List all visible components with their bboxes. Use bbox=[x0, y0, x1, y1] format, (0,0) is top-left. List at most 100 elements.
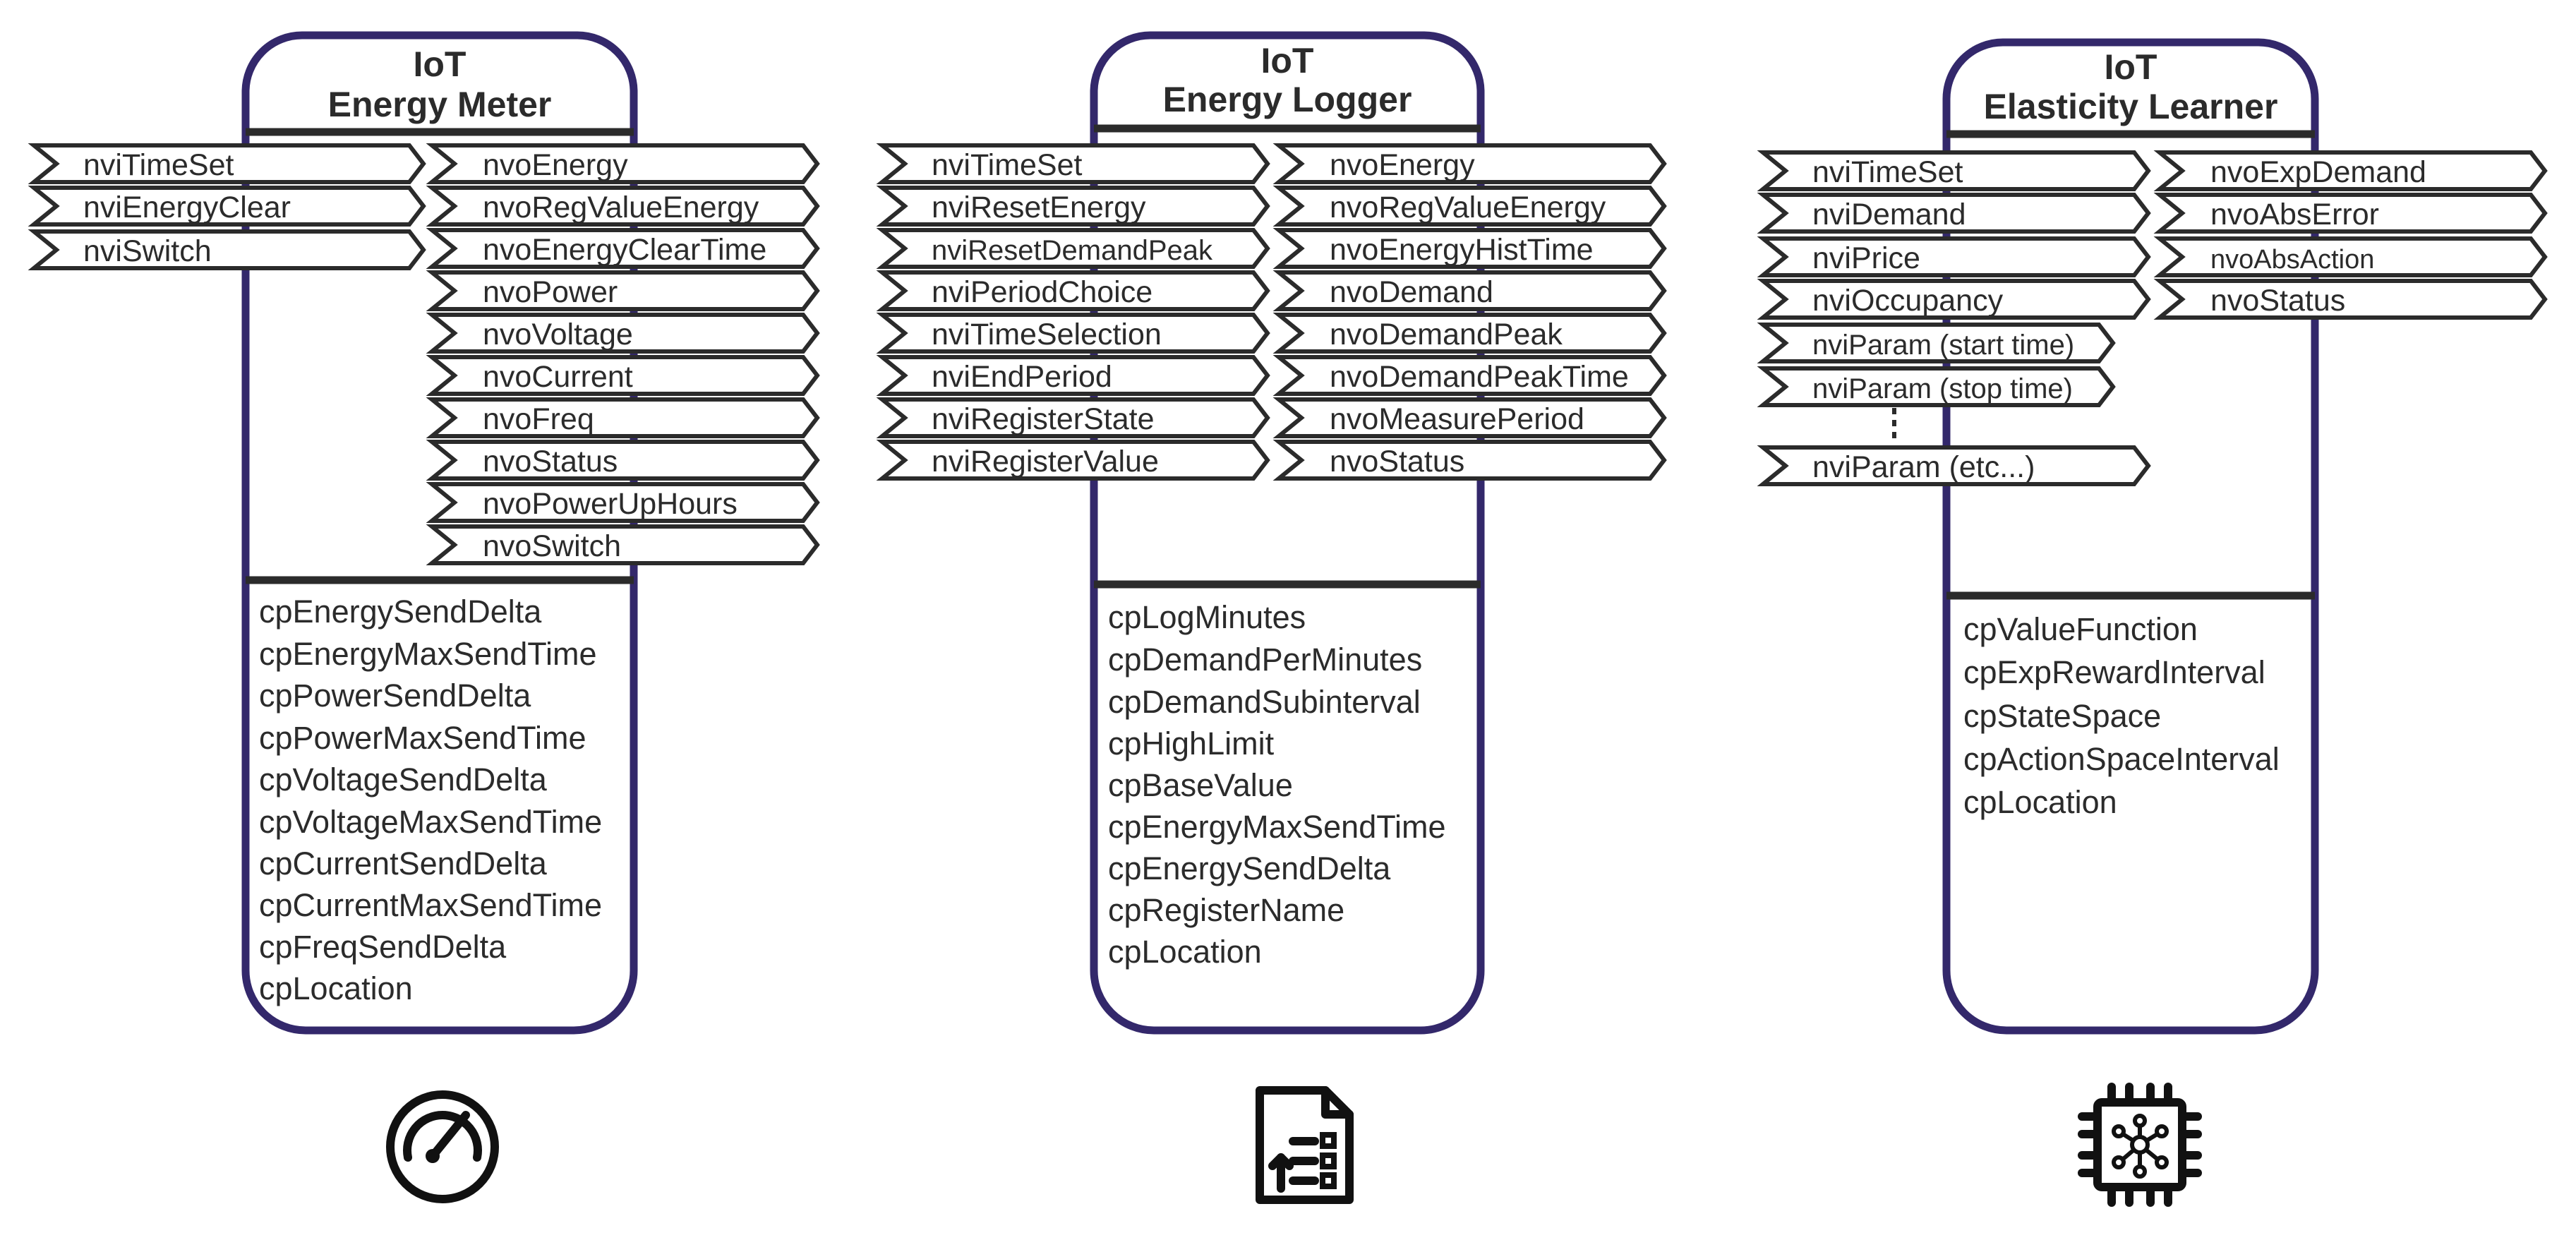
input-port: nviEnergyClear bbox=[28, 186, 426, 227]
output-port: nvoDemandPeakTime bbox=[1272, 355, 1667, 396]
svg-text:nviTimeSet: nviTimeSet bbox=[1812, 155, 1963, 189]
svg-text:nvoStatus: nvoStatus bbox=[1330, 445, 1464, 478]
config-property: cpExpRewardInterval bbox=[1963, 654, 2265, 690]
block-outline bbox=[1090, 31, 1485, 1035]
block-outline bbox=[241, 31, 638, 1035]
block-title-line1: IoT bbox=[414, 44, 467, 84]
config-property: cpLogMinutes bbox=[1108, 599, 1306, 635]
config-properties: cpLogMinutes cpDemandPerMinutes cpDemand… bbox=[1108, 599, 1446, 970]
svg-text:nviRegisterValue: nviRegisterValue bbox=[932, 445, 1159, 478]
output-port: nvoMeasurePeriod bbox=[1272, 397, 1667, 438]
config-property: cpStateSpace bbox=[1963, 698, 2161, 734]
config-property: cpActionSpaceInterval bbox=[1963, 741, 2280, 777]
svg-text:nvoStatus: nvoStatus bbox=[483, 445, 618, 478]
svg-text:nvoPowerUpHours: nvoPowerUpHours bbox=[483, 487, 738, 521]
svg-text:nviTimeSet: nviTimeSet bbox=[83, 148, 234, 182]
input-ports: nviTimeSet nviResetEnergy nviResetDemand… bbox=[876, 143, 1270, 481]
svg-text:nvoEnergyHistTime: nvoEnergyHistTime bbox=[1330, 233, 1594, 267]
config-property: cpEnergyMaxSendTime bbox=[1108, 809, 1446, 845]
svg-text:nvoRegValueEnergy: nvoRegValueEnergy bbox=[1330, 191, 1606, 224]
svg-text:nvoEnergyClearTime: nvoEnergyClearTime bbox=[483, 233, 766, 267]
input-ports: nviTimeSet nviEnergyClear nviSwitch bbox=[28, 143, 426, 270]
svg-text:nvoPower: nvoPower bbox=[483, 275, 618, 309]
output-port: nvoStatus bbox=[426, 440, 820, 481]
svg-text:nvoDemandPeakTime: nvoDemandPeakTime bbox=[1330, 360, 1629, 394]
document-log-icon bbox=[1256, 1086, 1354, 1204]
chip-network-icon bbox=[2078, 1083, 2202, 1207]
config-property: cpDemandSubinterval bbox=[1108, 684, 1421, 720]
svg-text:nviOccupancy: nviOccupancy bbox=[1812, 284, 2004, 318]
svg-text:nvoMeasurePeriod: nvoMeasurePeriod bbox=[1330, 402, 1584, 436]
output-port: nvoEnergyHistTime bbox=[1272, 228, 1667, 269]
config-property: cpVoltageSendDelta bbox=[259, 762, 548, 797]
svg-text:nviTimeSet: nviTimeSet bbox=[932, 148, 1083, 182]
input-port: nviTimeSet bbox=[1757, 150, 2151, 191]
input-port: nviRegisterValue bbox=[876, 440, 1270, 481]
svg-text:nvoFreq: nvoFreq bbox=[483, 402, 594, 436]
output-port: nvoPowerUpHours bbox=[426, 482, 820, 523]
block-title-line2: Energy Meter bbox=[328, 85, 552, 124]
input-port: nviParam (etc...) bbox=[1757, 445, 2151, 486]
output-port: nvoEnergyClearTime bbox=[426, 228, 820, 269]
output-port: nvoVoltage bbox=[426, 313, 820, 354]
input-port: nviPeriodChoice bbox=[876, 270, 1270, 311]
svg-text:nviEnergyClear: nviEnergyClear bbox=[83, 191, 291, 224]
svg-text:nvoVoltage: nvoVoltage bbox=[483, 318, 633, 351]
svg-text:nvoExpDemand: nvoExpDemand bbox=[2210, 155, 2426, 189]
output-port: nvoDemandPeak bbox=[1272, 313, 1667, 354]
block-energy-meter: IoT Energy Meter nviTimeSet nviEnergyCle… bbox=[28, 31, 820, 1203]
block-outline bbox=[1942, 38, 2319, 1035]
svg-text:nviParam (stop time): nviParam (stop time) bbox=[1812, 373, 2073, 404]
config-property: cpLocation bbox=[259, 970, 413, 1006]
config-property: cpDemandPerMinutes bbox=[1108, 642, 1422, 678]
svg-text:nviDemand: nviDemand bbox=[1812, 198, 1966, 231]
input-port: nviParam (stop time) bbox=[1757, 366, 2116, 407]
config-properties: cpValueFunction cpExpRewardInterval cpSt… bbox=[1963, 611, 2280, 820]
input-port: nviDemand bbox=[1757, 193, 2151, 234]
output-ports: nvoExpDemand nvoAbsError nvoAbsAction nv… bbox=[2153, 150, 2548, 320]
input-port: nviSwitch bbox=[28, 229, 426, 270]
config-property: cpPowerMaxSendTime bbox=[259, 720, 586, 756]
config-property: cpEnergyMaxSendTime bbox=[259, 636, 597, 672]
svg-text:nvoEnergy: nvoEnergy bbox=[1330, 148, 1475, 182]
svg-text:nvoEnergy: nvoEnergy bbox=[483, 148, 628, 182]
svg-text:nviPeriodChoice: nviPeriodChoice bbox=[932, 275, 1152, 309]
config-property: cpCurrentMaxSendTime bbox=[259, 887, 602, 923]
config-property: cpEnergySendDelta bbox=[1108, 850, 1391, 886]
block-title-line1: IoT bbox=[2105, 47, 2157, 87]
svg-text:nviResetEnergy: nviResetEnergy bbox=[932, 191, 1146, 224]
config-property: cpLocation bbox=[1963, 784, 2117, 820]
output-ports: nvoEnergy nvoRegValueEnergy nvoEnergyCle… bbox=[426, 143, 820, 565]
output-port: nvoDemand bbox=[1272, 270, 1667, 311]
output-port: nvoAbsAction bbox=[2153, 236, 2548, 277]
svg-text:nvoSwitch: nvoSwitch bbox=[483, 529, 621, 563]
output-port: nvoSwitch bbox=[426, 524, 820, 565]
config-property: cpBaseValue bbox=[1108, 767, 1293, 803]
output-port: nvoStatus bbox=[1272, 440, 1667, 481]
input-port: nviResetEnergy bbox=[876, 186, 1270, 227]
input-port: nviResetDemandPeak bbox=[876, 228, 1270, 269]
output-port: nvoEnergy bbox=[1272, 143, 1667, 184]
output-port: nvoEnergy bbox=[426, 143, 820, 184]
block-title-line2: Elasticity Learner bbox=[1984, 87, 2278, 126]
svg-text:nviPrice: nviPrice bbox=[1812, 241, 1920, 275]
block-title-line2: Energy Logger bbox=[1163, 80, 1412, 119]
config-properties: cpEnergySendDelta cpEnergyMaxSendTime cp… bbox=[259, 594, 602, 1006]
output-port: nvoAbsError bbox=[2153, 193, 2548, 234]
config-property: cpPowerSendDelta bbox=[259, 678, 531, 714]
input-port: nviTimeSelection bbox=[876, 313, 1270, 354]
output-port: nvoFreq bbox=[426, 397, 820, 438]
output-port: nvoRegValueEnergy bbox=[426, 186, 820, 227]
svg-text:nvoAbsError: nvoAbsError bbox=[2210, 198, 2379, 231]
output-ports: nvoEnergy nvoRegValueEnergy nvoEnergyHis… bbox=[1272, 143, 1667, 481]
svg-text:nviParam (start time): nviParam (start time) bbox=[1812, 330, 2074, 361]
svg-text:nvoRegValueEnergy: nvoRegValueEnergy bbox=[483, 191, 759, 224]
config-property: cpLocation bbox=[1108, 934, 1262, 970]
block-elasticity-learner: IoT Elasticity Learner nviTimeSet nviDem… bbox=[1757, 38, 2548, 1207]
svg-text:nviEndPeriod: nviEndPeriod bbox=[932, 360, 1112, 394]
input-port: nviEndPeriod bbox=[876, 355, 1270, 396]
svg-text:nviSwitch: nviSwitch bbox=[83, 234, 212, 268]
input-port: nviRegisterState bbox=[876, 397, 1270, 438]
svg-text:nvoDemand: nvoDemand bbox=[1330, 275, 1493, 309]
